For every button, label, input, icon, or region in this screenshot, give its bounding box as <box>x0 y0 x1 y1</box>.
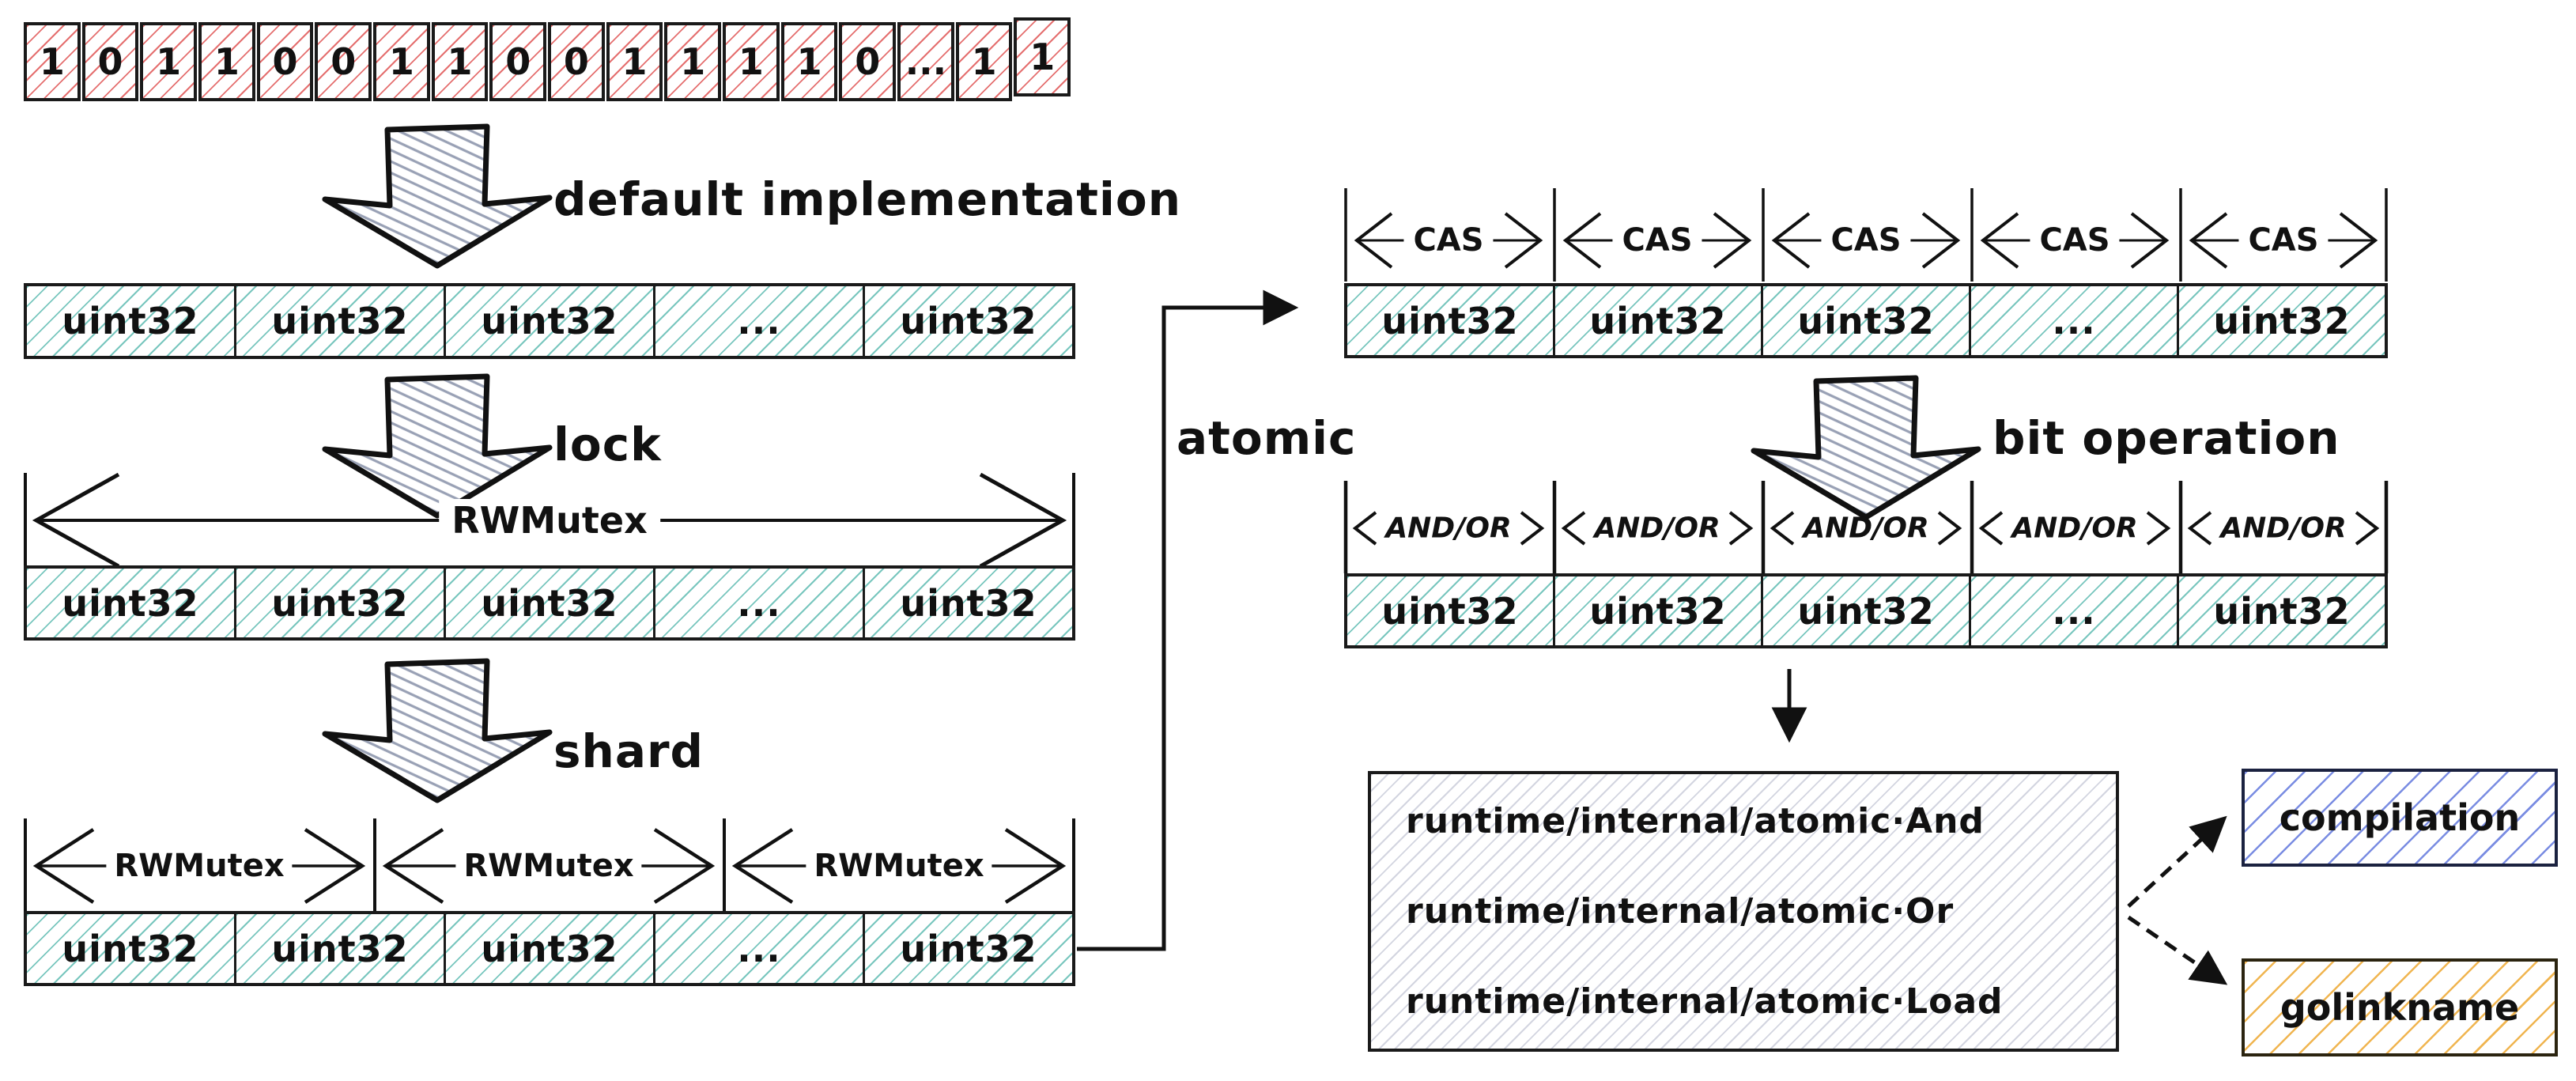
atomic-connector-arrow <box>1077 289 1299 951</box>
label-cas: CAS <box>1403 222 1494 259</box>
uint32-cell-ellipsis: ... <box>653 286 863 356</box>
label-andor: AND/OR <box>1803 512 1929 545</box>
label-rwmutex-full: RWMutex <box>439 499 660 542</box>
uint32-cell: uint32 <box>863 286 1072 356</box>
dashed-arrow-golinkname <box>2127 915 2228 985</box>
uint32-cell: uint32 <box>234 569 444 637</box>
label-andor: AND/OR <box>2220 512 2347 545</box>
label-andor: AND/OR <box>1594 512 1720 545</box>
bit-cell: 1 <box>1014 17 1071 96</box>
label-cas: CAS <box>1612 222 1702 259</box>
uint32-cell: uint32 <box>1381 589 1519 633</box>
andor-span-arrows <box>1343 481 2389 573</box>
label-cas: CAS <box>1821 222 1911 259</box>
bit-array-row: 1 0 1 1 0 0 1 1 0 0 1 1 1 1 0 ... 1 1 <box>24 17 1072 101</box>
uint32-cell: uint32 <box>863 569 1072 637</box>
uint32-row-andor: uint32 uint32 uint32 ... uint32 <box>1344 573 2388 648</box>
bit-cell: 0 <box>81 22 139 101</box>
uint32-cell: uint32 <box>1381 299 1519 342</box>
bit-cell: 1 <box>955 22 1013 101</box>
bit-cell: 1 <box>723 22 780 101</box>
bit-cell: 1 <box>431 22 489 101</box>
golinkname-box: golinkname <box>2242 958 2558 1056</box>
uint32-cell: uint32 <box>62 927 199 970</box>
bit-cell: 1 <box>664 22 722 101</box>
golinkname-label: golinkname <box>2279 986 2520 1029</box>
uint32-cell: uint32 <box>2177 576 2385 645</box>
uint32-cell-ellipsis: ... <box>653 914 863 983</box>
label-default-implementation: default implementation <box>553 172 1182 226</box>
label-atomic: atomic <box>1177 411 1357 465</box>
down-arrow-shard-icon <box>325 661 550 800</box>
dashed-arrow-compilation <box>2127 815 2227 908</box>
uint32-cell: uint32 <box>444 914 653 983</box>
label-bit-operation: bit operation <box>1992 411 2340 465</box>
bit-cell: 0 <box>315 22 372 101</box>
bit-cell: 0 <box>256 22 314 101</box>
uint32-row-lock: uint32 uint32 uint32 ... uint32 <box>24 565 1075 641</box>
uint32-cell: uint32 <box>234 286 444 356</box>
bit-cell: 1 <box>198 22 255 101</box>
bit-cell: 0 <box>548 22 605 101</box>
label-rwmutex-shard: RWMutex <box>106 848 293 884</box>
bit-cell: 1 <box>24 22 81 101</box>
compilation-label: compilation <box>2279 796 2521 839</box>
down-arrow-default-implementation-icon <box>325 127 550 266</box>
uint32-cell: uint32 <box>444 286 653 356</box>
label-cas: CAS <box>2030 222 2120 259</box>
uint32-cell: uint32 <box>1761 286 1969 355</box>
uint32-cell: uint32 <box>2177 286 2385 355</box>
uint32-cell-ellipsis: ... <box>1969 286 2177 355</box>
label-andor: AND/OR <box>2011 512 2138 545</box>
uint32-row-default: uint32 uint32 uint32 ... uint32 <box>24 283 1075 359</box>
down-arrow-lock-icon <box>325 376 550 516</box>
down-arrow-bit-operation-icon <box>1754 378 1978 517</box>
label-rwmutex-shard: RWMutex <box>806 848 992 884</box>
bit-cell: 1 <box>606 22 663 101</box>
bit-cell: 1 <box>373 22 430 101</box>
bit-cell: 1 <box>780 22 838 101</box>
uint32-cell: uint32 <box>234 914 444 983</box>
uint32-row-shard: uint32 uint32 uint32 ... uint32 <box>24 911 1075 986</box>
label-shard: shard <box>553 724 704 778</box>
label-cas: CAS <box>2238 222 2329 259</box>
runtime-atomic-load-line: runtime/internal/atomic·Load <box>1406 981 2004 1022</box>
bit-cell: 0 <box>839 22 897 101</box>
uint32-cell-ellipsis: ... <box>1969 576 2177 645</box>
uint32-row-cas: uint32 uint32 uint32 ... uint32 <box>1344 283 2388 358</box>
uint32-cell: uint32 <box>444 569 653 637</box>
uint32-cell: uint32 <box>1553 286 1761 355</box>
label-rwmutex-shard: RWMutex <box>455 848 642 884</box>
bit-cell-ellipsis: ... <box>897 22 954 101</box>
uint32-cell: uint32 <box>1553 576 1761 645</box>
bit-cell: 0 <box>489 22 547 101</box>
compilation-box: compilation <box>2242 769 2558 867</box>
label-lock: lock <box>553 418 662 471</box>
uint32-cell: uint32 <box>1761 576 1969 645</box>
uint32-cell: uint32 <box>62 581 199 625</box>
uint32-cell-ellipsis: ... <box>653 569 863 637</box>
bit-cell: 1 <box>140 22 198 101</box>
uint32-cell: uint32 <box>863 914 1072 983</box>
runtime-atomic-box: runtime/internal/atomic·And runtime/inte… <box>1368 771 2119 1052</box>
uint32-cell: uint32 <box>62 300 199 342</box>
runtime-atomic-or-line: runtime/internal/atomic·Or <box>1406 891 1955 932</box>
runtime-atomic-and-line: runtime/internal/atomic·And <box>1406 801 1985 841</box>
label-andor: AND/OR <box>1385 512 1512 545</box>
